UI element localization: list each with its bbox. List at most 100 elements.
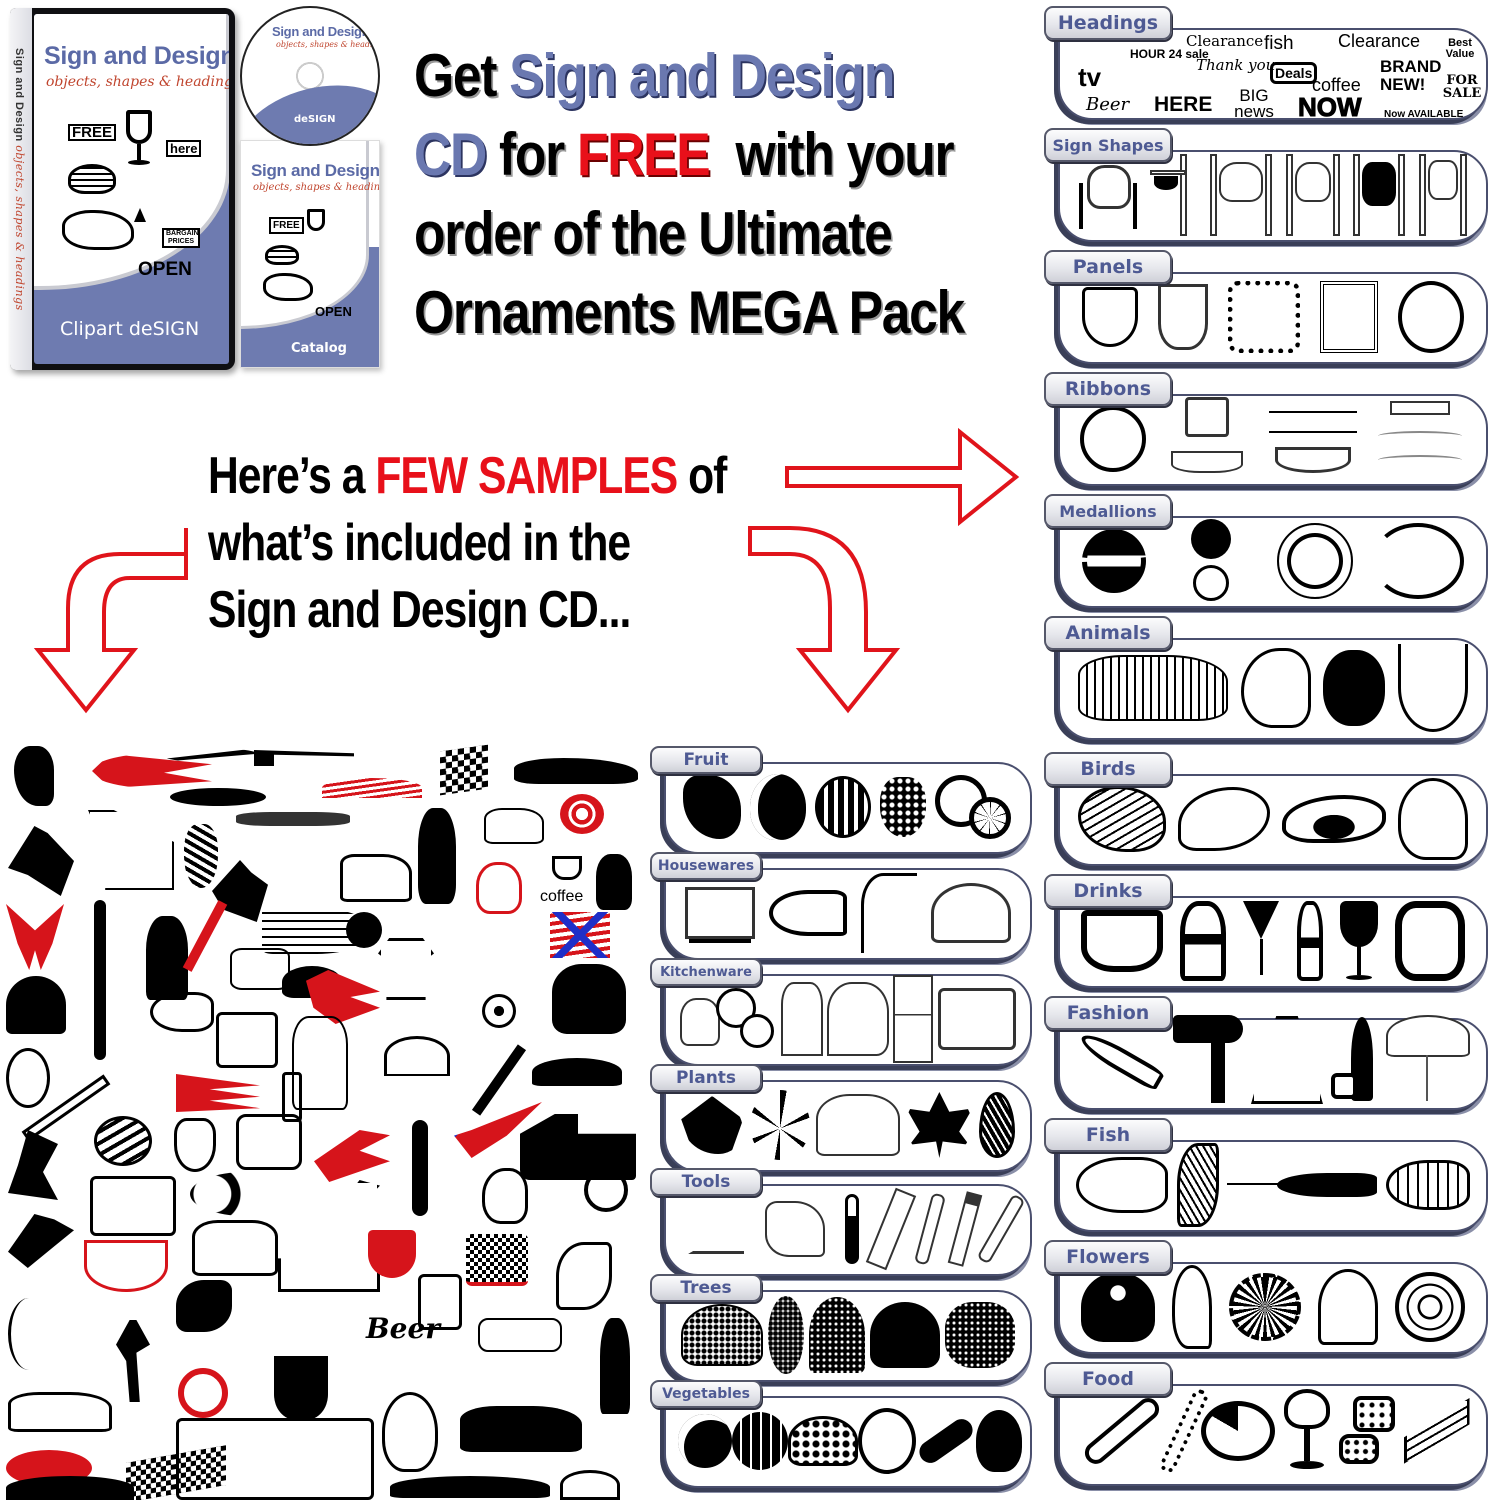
heading-now-available: Now AVAILABLE	[1384, 109, 1464, 120]
football-player-silhouette-clipart	[146, 916, 188, 1000]
wine-bottle-icon	[1296, 901, 1323, 981]
cheese-block-icon	[1338, 1396, 1395, 1466]
shield-banner-icon	[1082, 287, 1138, 347]
category-panel-food: Food	[1044, 1362, 1488, 1486]
heading-best-value: Best Value	[1445, 37, 1475, 60]
headline-line-3: order of the Ultimate	[414, 200, 893, 267]
rhino-art	[62, 210, 134, 250]
umbrella-icon	[1386, 1015, 1471, 1105]
palm-icon	[870, 1302, 941, 1368]
catalog-subtitle: objects, shapes & headings	[253, 182, 380, 193]
fire-truck-clipart	[176, 1418, 374, 1500]
mixer-icon	[826, 982, 889, 1056]
category-tab-sign-shapes: Sign Shapes	[1044, 128, 1172, 162]
category-panel-drinks: Drinks	[1044, 874, 1488, 988]
axe-icon	[947, 1191, 983, 1267]
wrench-icon	[976, 1193, 1026, 1265]
soccer-banner-clipart	[478, 1318, 562, 1352]
potted-plant-icon	[815, 1094, 900, 1156]
dvd-cover: Sign and Design objects, shapes & headin…	[34, 14, 229, 364]
beer-word-clipart: Beer	[366, 1312, 441, 1345]
category-panel-animals: Animals	[1044, 616, 1488, 740]
two-post-sign-icon	[1285, 154, 1340, 236]
lily-icon	[1171, 1265, 1212, 1349]
vacuum-icon	[861, 873, 917, 953]
sunburst-medal-icon	[1165, 519, 1257, 603]
dvd-case-image: Sign and Design objects, shapes & headin…	[10, 8, 235, 370]
ram-icon	[1240, 648, 1311, 728]
red-wings-clipart	[84, 1240, 168, 1292]
teacup-icon	[1080, 910, 1163, 972]
cow-clipart	[230, 948, 290, 990]
cd-disc-image: Sign and Design objects, shapes & headin…	[240, 6, 380, 146]
beer-mug-clipart	[418, 1274, 462, 1330]
peas-icon	[788, 1416, 858, 1466]
headline-line-4: Ornaments MEGA Pack	[414, 279, 965, 346]
framed-ribbon-icon	[1163, 397, 1253, 481]
down-right-arrow-icon	[748, 526, 901, 714]
black-post-sign-icon	[1353, 154, 1406, 236]
drill-icon	[764, 1201, 825, 1257]
saw-icon	[865, 1187, 917, 1271]
pufferfish-icon	[1076, 1157, 1169, 1213]
samples-line-2: what’s included in the	[208, 514, 631, 572]
sandwich-clipart	[94, 1116, 152, 1166]
motocross-clipart	[176, 1280, 232, 1332]
headline-line-1: Get Sign and Design	[414, 42, 895, 109]
category-tab-vegetables: Vegetables	[650, 1380, 762, 1408]
flaming-shield-clipart	[368, 1230, 416, 1278]
heading-now: NOW	[1298, 92, 1363, 122]
dvd-subtitle: objects, shapes & headings	[46, 74, 229, 90]
orange-icon	[935, 775, 1013, 839]
whiskey-bottle-icon	[1179, 901, 1226, 981]
television-icon	[685, 887, 755, 939]
songbird-icon	[1078, 786, 1166, 852]
heading-clearance-1: Clearance	[1186, 32, 1264, 50]
seal-icon	[1081, 529, 1146, 593]
chestnut-leaf-icon	[749, 1090, 810, 1160]
heading-tv: tv	[1078, 62, 1102, 92]
cheese-wheel-icon	[1200, 1401, 1275, 1461]
bananas-icon	[682, 775, 741, 839]
category-panel-trees: Trees	[650, 1274, 1032, 1382]
ring-ribbon-icon	[1080, 406, 1147, 472]
category-tab-panels: Panels	[1044, 250, 1172, 284]
teapot-plates-icon	[680, 988, 776, 1050]
raspberry-icon	[880, 777, 927, 837]
stanchion-sign-icon	[1078, 161, 1137, 229]
radish-icon	[858, 1408, 916, 1474]
category-panel-medallions: Medallions	[1044, 494, 1488, 608]
category-panel-fashion: Fashion	[1044, 996, 1488, 1110]
category-panel-housewares: Housewares	[650, 852, 1032, 960]
sundae-icon	[1283, 1389, 1330, 1473]
dvd-title: Sign and Design	[44, 42, 229, 70]
wrought-iron-clipart	[384, 1036, 450, 1076]
category-panel-fish: Fish	[1044, 1118, 1488, 1232]
hanging-post-sign-icon	[1150, 154, 1196, 236]
double-post-sign-icon	[1419, 154, 1468, 236]
sports-car-clipart	[514, 758, 638, 784]
heading-for-sale: FOR SALE	[1442, 73, 1482, 101]
soccer-ball-clipart	[482, 994, 516, 1028]
heading-thank-you: Thank you	[1196, 56, 1276, 74]
category-tab-fashion: Fashion	[1044, 996, 1172, 1030]
ornate-frame-icon	[1320, 281, 1378, 353]
category-tab-headings: Headings	[1044, 6, 1172, 40]
cocktail-glass-icon	[1243, 901, 1280, 981]
elk-clipart	[418, 808, 456, 904]
tribal-tattoo-clipart	[532, 1058, 622, 1086]
round-frame-icon	[1398, 281, 1464, 353]
right-arrow-icon	[785, 427, 1020, 527]
figure-skater-clipart	[116, 1320, 150, 1402]
mustang-clipart	[8, 1392, 112, 1432]
scroll-ribbon-icon	[1374, 397, 1466, 481]
ivy-leaf-icon	[681, 1096, 744, 1154]
chrysanthemum-icon	[1228, 1273, 1301, 1341]
confederate-flag-clipart	[550, 912, 610, 958]
iron-icon	[769, 890, 847, 936]
barrel-racer-clipart	[292, 1016, 348, 1110]
bargain-prices-art: BARGAIN PRICES	[162, 228, 200, 248]
catalog-image: Sign and Design objects, shapes & headin…	[240, 140, 380, 368]
basketball-player-clipart	[596, 854, 632, 910]
category-panel-tools: Tools	[650, 1168, 1032, 1276]
